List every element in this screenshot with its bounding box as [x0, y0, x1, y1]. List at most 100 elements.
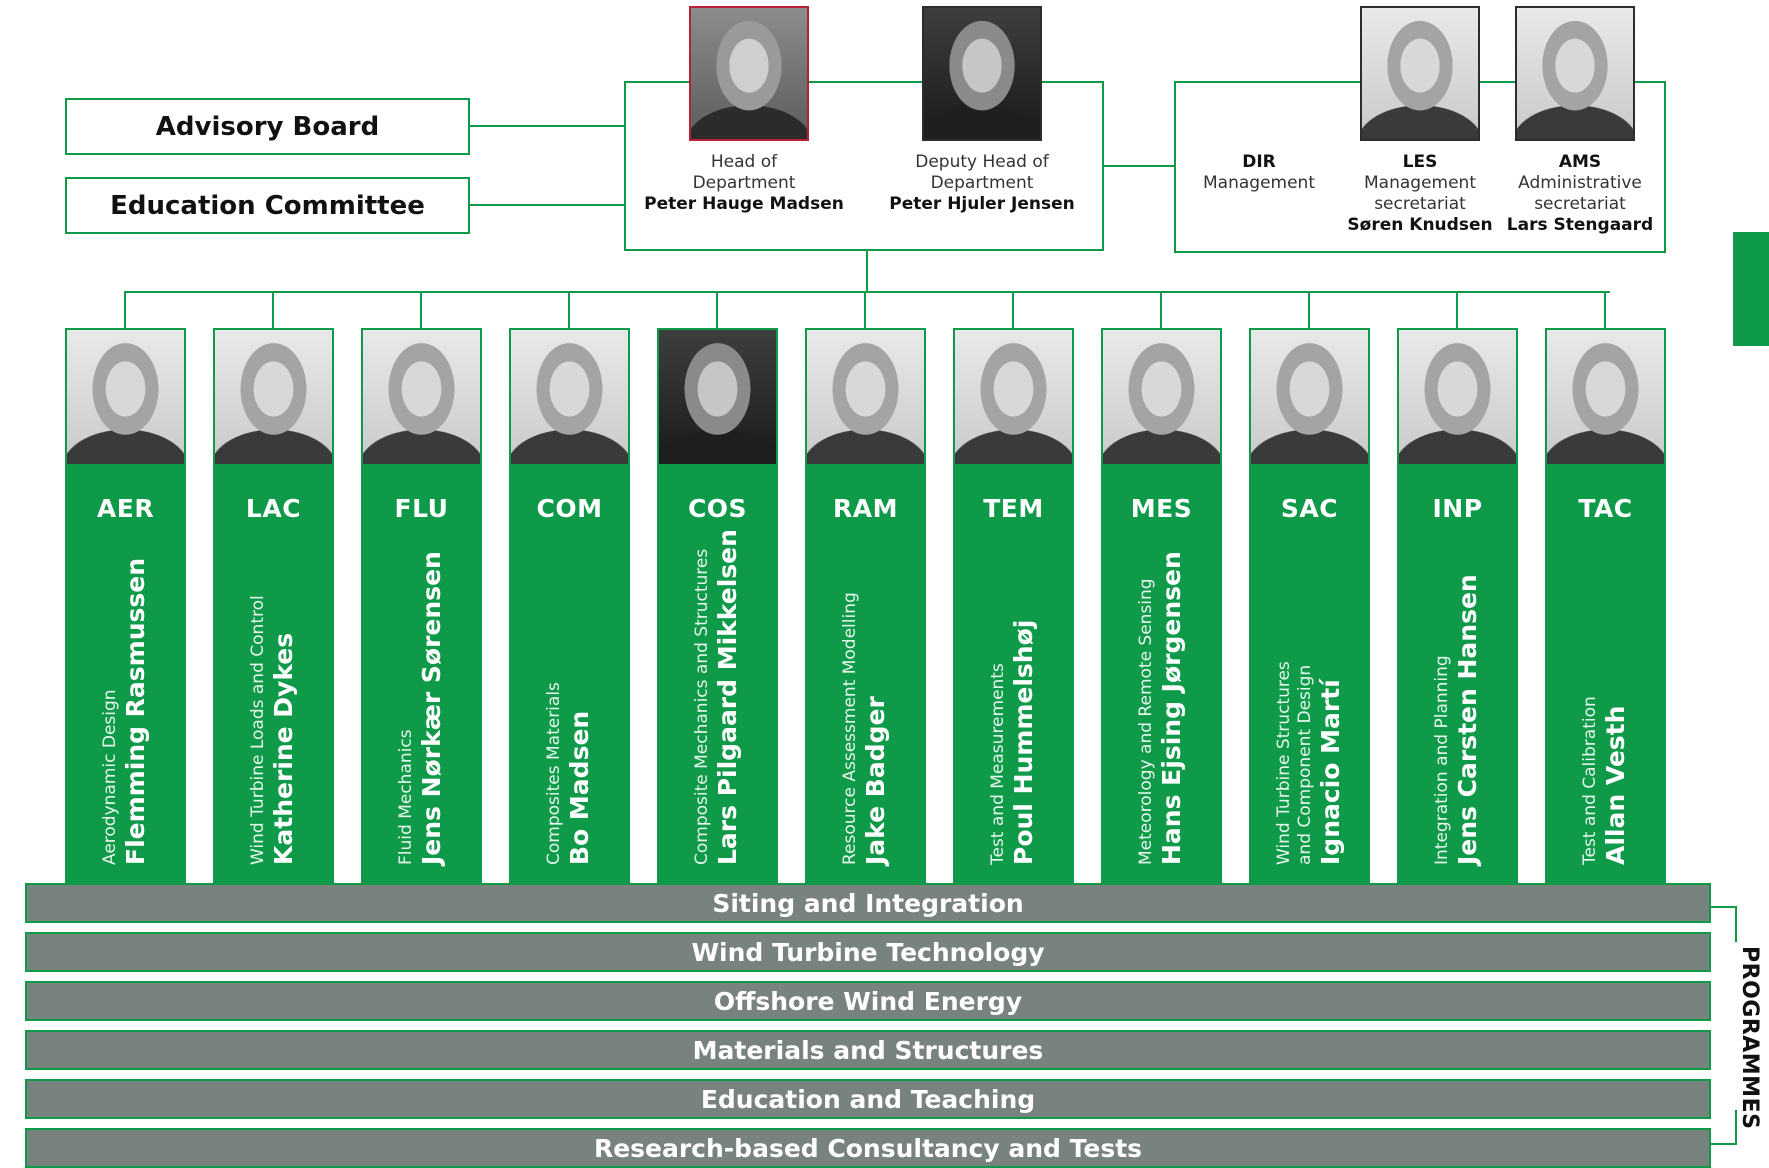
education-committee-label: Education Committee: [110, 190, 425, 221]
connector-line: [866, 251, 868, 291]
side-tab-marker: [1733, 232, 1769, 346]
deputy-photo: [922, 6, 1042, 141]
les-line2: secretariat: [1374, 194, 1466, 214]
connector-line: [1735, 906, 1737, 942]
programme-label: Wind Turbine Technology: [691, 937, 1045, 967]
department-subtitle: Composite Mechanics and Structures: [692, 548, 712, 865]
connector-line: [864, 291, 866, 328]
programme-bar: Offshore Wind Energy: [25, 981, 1711, 1021]
ams-line1: Administrative: [1518, 173, 1642, 193]
department-head-name: Lars Pilgaard Mikkelsen: [713, 529, 742, 865]
connector-line: [1711, 906, 1737, 908]
head-name: Peter Hauge Madsen: [644, 194, 844, 214]
head-photo: [689, 6, 809, 141]
department-subtitle: Integration and Planning: [1432, 655, 1452, 865]
department-subtitle: Wind Turbine Loads and Control: [248, 595, 268, 865]
department-head-photo: [1101, 328, 1222, 464]
les-photo: [1360, 6, 1480, 141]
programme-label: Offshore Wind Energy: [713, 986, 1023, 1016]
les-name: Søren Knudsen: [1347, 215, 1493, 235]
department-head-photo: [1397, 328, 1518, 464]
ams-caption: AMS Administrative secretariat Lars Sten…: [1498, 152, 1662, 236]
department-head-name: Poul Hummelshøj: [1009, 619, 1038, 865]
department-code: TEM: [983, 494, 1044, 523]
deputy-role-line1: Deputy Head of: [915, 152, 1049, 172]
programmes-label: PROGRAMMES: [1737, 946, 1762, 1130]
deputy-role-line2: Department: [930, 173, 1034, 193]
programme-label: Research-based Consultancy and Tests: [593, 1133, 1143, 1163]
department-subtitle: and Component Design: [1294, 664, 1315, 865]
department-head-photo: [953, 328, 1074, 464]
connector-line: [470, 204, 624, 206]
department-code: RAM: [833, 494, 898, 523]
les-line1: Management: [1364, 173, 1476, 193]
department-head-name: Jake Badger: [861, 696, 890, 865]
ams-name: Lars Stengaard: [1506, 215, 1654, 235]
dir-caption: DIR Management: [1180, 152, 1338, 194]
connector-line: [124, 291, 126, 328]
programme-bar: Siting and Integration: [25, 883, 1711, 923]
connector-line: [1308, 291, 1310, 328]
head-role-line2: Department: [692, 173, 796, 193]
ams-line2: secretariat: [1534, 194, 1626, 214]
department-code: INP: [1432, 494, 1483, 523]
department-code: SAC: [1280, 494, 1339, 523]
connector-line: [420, 291, 422, 328]
connector-line: [568, 291, 570, 328]
connector-line: [1735, 1110, 1737, 1145]
programme-bar: Education and Teaching: [25, 1079, 1711, 1119]
programme-bar: Research-based Consultancy and Tests: [25, 1128, 1711, 1168]
dir-line1: Management: [1203, 173, 1315, 193]
department-subtitle: Aerodynamic Design: [100, 689, 120, 865]
department-head-photo: [361, 328, 482, 464]
deputy-name: Peter Hjuler Jensen: [889, 194, 1075, 214]
programme-label: Siting and Integration: [712, 888, 1024, 918]
department-head-name: Katherine Dykes: [269, 632, 298, 865]
department-code: FLU: [394, 494, 449, 523]
connector-line: [1104, 165, 1174, 167]
department-head-name: Ignacio Martí: [1315, 679, 1345, 865]
connector-line: [272, 291, 274, 328]
department-head-photo: [657, 328, 778, 464]
department-head-photo: [805, 328, 926, 464]
department-code: MES: [1130, 494, 1193, 523]
programme-label: Education and Teaching: [700, 1084, 1036, 1114]
les-code: LES: [1402, 152, 1438, 172]
department-code: AER: [96, 494, 155, 523]
connector-line: [1012, 291, 1014, 328]
head-role-line1: Head of: [710, 152, 778, 172]
deputy-caption: Deputy Head of Department Peter Hjuler J…: [862, 152, 1102, 215]
department-head-name: Hans Ejsing Jørgensen: [1157, 551, 1186, 865]
connector-line: [1604, 291, 1606, 328]
department-head-name: Bo Madsen: [565, 710, 594, 865]
department-subtitle: Fluid Mechanics: [396, 729, 416, 865]
connector-line: [1456, 291, 1458, 328]
head-caption: Head of Department Peter Hauge Madsen: [624, 152, 864, 215]
dir-code: DIR: [1242, 152, 1276, 172]
department-head-photo: [213, 328, 334, 464]
department-head-name: Jens Nørkær Sørensen: [417, 551, 446, 865]
connector-line: [470, 125, 624, 127]
department-subtitle: Wind Turbine Structures: [1273, 661, 1294, 865]
department-code: COM: [536, 494, 603, 523]
connector-line: [716, 291, 718, 328]
